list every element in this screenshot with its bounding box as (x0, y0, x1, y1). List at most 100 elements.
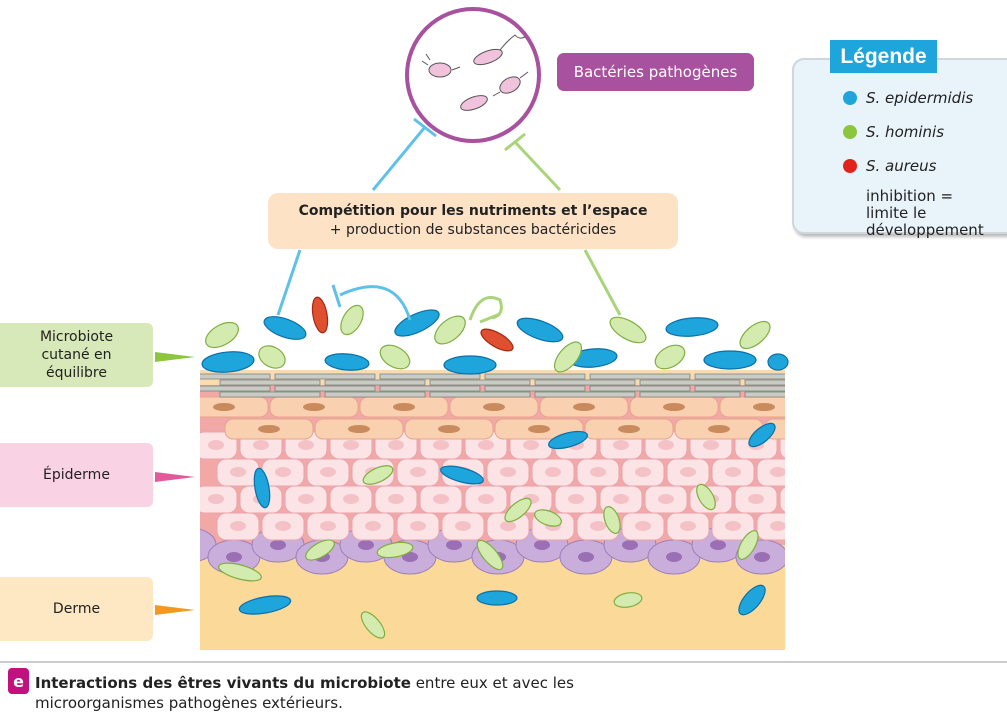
cell-nucleus (258, 425, 280, 433)
cell-nucleus (478, 440, 494, 450)
figure-caption: Interactions des êtres vivants du microb… (35, 674, 574, 712)
cell-nucleus (182, 540, 198, 550)
s-epidermidis-bacterium (238, 595, 292, 615)
s-epidermidis-bacterium (738, 584, 766, 616)
cell-nucleus (725, 521, 741, 531)
corneum-layer (429, 391, 531, 398)
corneum-layer (589, 385, 691, 392)
cell-nucleus (793, 494, 809, 504)
pathogens-label: Bactéries pathogènes (557, 53, 754, 91)
cell-nucleus (343, 440, 359, 450)
corneum-layer (484, 385, 586, 392)
cell-nucleus (298, 494, 314, 504)
cell-nucleus (725, 467, 741, 477)
s-hominis-bacterium (737, 530, 759, 560)
s-epidermidis-bacterium (665, 317, 719, 337)
cell-nucleus (388, 494, 404, 504)
cell-nucleus (455, 521, 471, 531)
corneum-layer (534, 379, 636, 386)
s-epidermidis-bacterium (440, 465, 484, 485)
s-hominis-bacterium (205, 321, 239, 349)
cell-nucleus (358, 540, 374, 550)
cell-nucleus (410, 467, 426, 477)
cell-nucleus (613, 440, 629, 450)
s-epidermidis-bacterium (394, 309, 440, 337)
s-hominis-bacterium (379, 344, 411, 370)
corneum-layer (694, 373, 785, 380)
s-hominis-bacterium (362, 465, 394, 485)
s-hominis-bacterium (553, 341, 583, 373)
cell-nucleus (622, 540, 638, 550)
cell-nucleus (798, 425, 820, 433)
cell-nucleus (793, 440, 809, 450)
s-hominis-bacterium (376, 541, 414, 559)
legend-title: Légende (830, 40, 937, 73)
s-epidermidis-bacterium (253, 467, 271, 509)
corneum-layer (639, 391, 741, 398)
cell-nucleus (573, 403, 595, 411)
corneum-layer (274, 373, 376, 380)
cell-nucleus (343, 494, 359, 504)
competition-subtitle: + production de substances bactéricides (329, 222, 617, 238)
cell-nucleus (388, 440, 404, 450)
cell-nucleus (226, 552, 242, 562)
s-epidermidis-bacterium (748, 422, 776, 448)
cell-nucleus (275, 467, 291, 477)
s-hominis-bacterium (360, 611, 386, 639)
cell-nucleus (208, 494, 224, 504)
cell-nucleus (393, 403, 415, 411)
cell-nucleus (270, 540, 286, 550)
cell-nucleus (320, 467, 336, 477)
corneum-layer (639, 379, 741, 386)
s-epidermidis-bacterium (516, 317, 564, 343)
cell-nucleus (433, 494, 449, 504)
s-hominis-bacterium (504, 497, 532, 523)
corneum-layer (219, 379, 321, 386)
blue-dot-icon (843, 91, 857, 105)
cell-nucleus (680, 467, 696, 477)
s-hominis-bacterium (476, 539, 504, 571)
cell-nucleus (433, 440, 449, 450)
layer-label-microbiote: Microbiote cutané en équilibre (0, 323, 153, 387)
cell-nucleus (815, 521, 831, 531)
cell-nucleus (663, 403, 685, 411)
cell-nucleus (230, 521, 246, 531)
epidermis-cell (779, 432, 785, 459)
green-dot-icon (843, 125, 857, 139)
corneum-layer (324, 391, 426, 398)
corneum-layer (379, 373, 481, 380)
cell-nucleus (578, 552, 594, 562)
s-epidermidis-bacterium (703, 350, 757, 370)
cell-nucleus (410, 521, 426, 531)
corneum-layer (200, 373, 271, 380)
corneum-layer (534, 391, 636, 398)
cell-nucleus (230, 467, 246, 477)
cell-nucleus (708, 425, 730, 433)
s-hominis-bacterium (534, 509, 562, 527)
layer-label-epiderme: Épiderme (0, 443, 153, 507)
corneum-layer (324, 379, 426, 386)
cell-nucleus (753, 403, 775, 411)
cell-nucleus (446, 540, 462, 550)
epidermis-cell (802, 459, 844, 486)
cell-nucleus (438, 425, 460, 433)
corneum-layer (200, 385, 271, 392)
layer-label-derme: Derme (0, 577, 153, 641)
cell-nucleus (618, 425, 640, 433)
legend-inhibition: inhibition = limite le développement (866, 187, 984, 239)
s-hominis-bacterium (739, 320, 771, 350)
cell-nucleus (523, 440, 539, 450)
cell-nucleus (815, 467, 831, 477)
s-hominis-bacterium (603, 506, 621, 534)
s-hominis-bacterium (434, 315, 466, 345)
s-aureus-bacterium (480, 328, 514, 352)
cell-nucleus (635, 467, 651, 477)
cell-nucleus (320, 521, 336, 531)
cell-nucleus (483, 403, 505, 411)
cell-nucleus (568, 494, 584, 504)
cell-nucleus (500, 521, 516, 531)
s-hominis-bacterium (258, 345, 286, 369)
corneum-layer (379, 385, 481, 392)
s-epidermidis-bacterium (324, 353, 370, 371)
